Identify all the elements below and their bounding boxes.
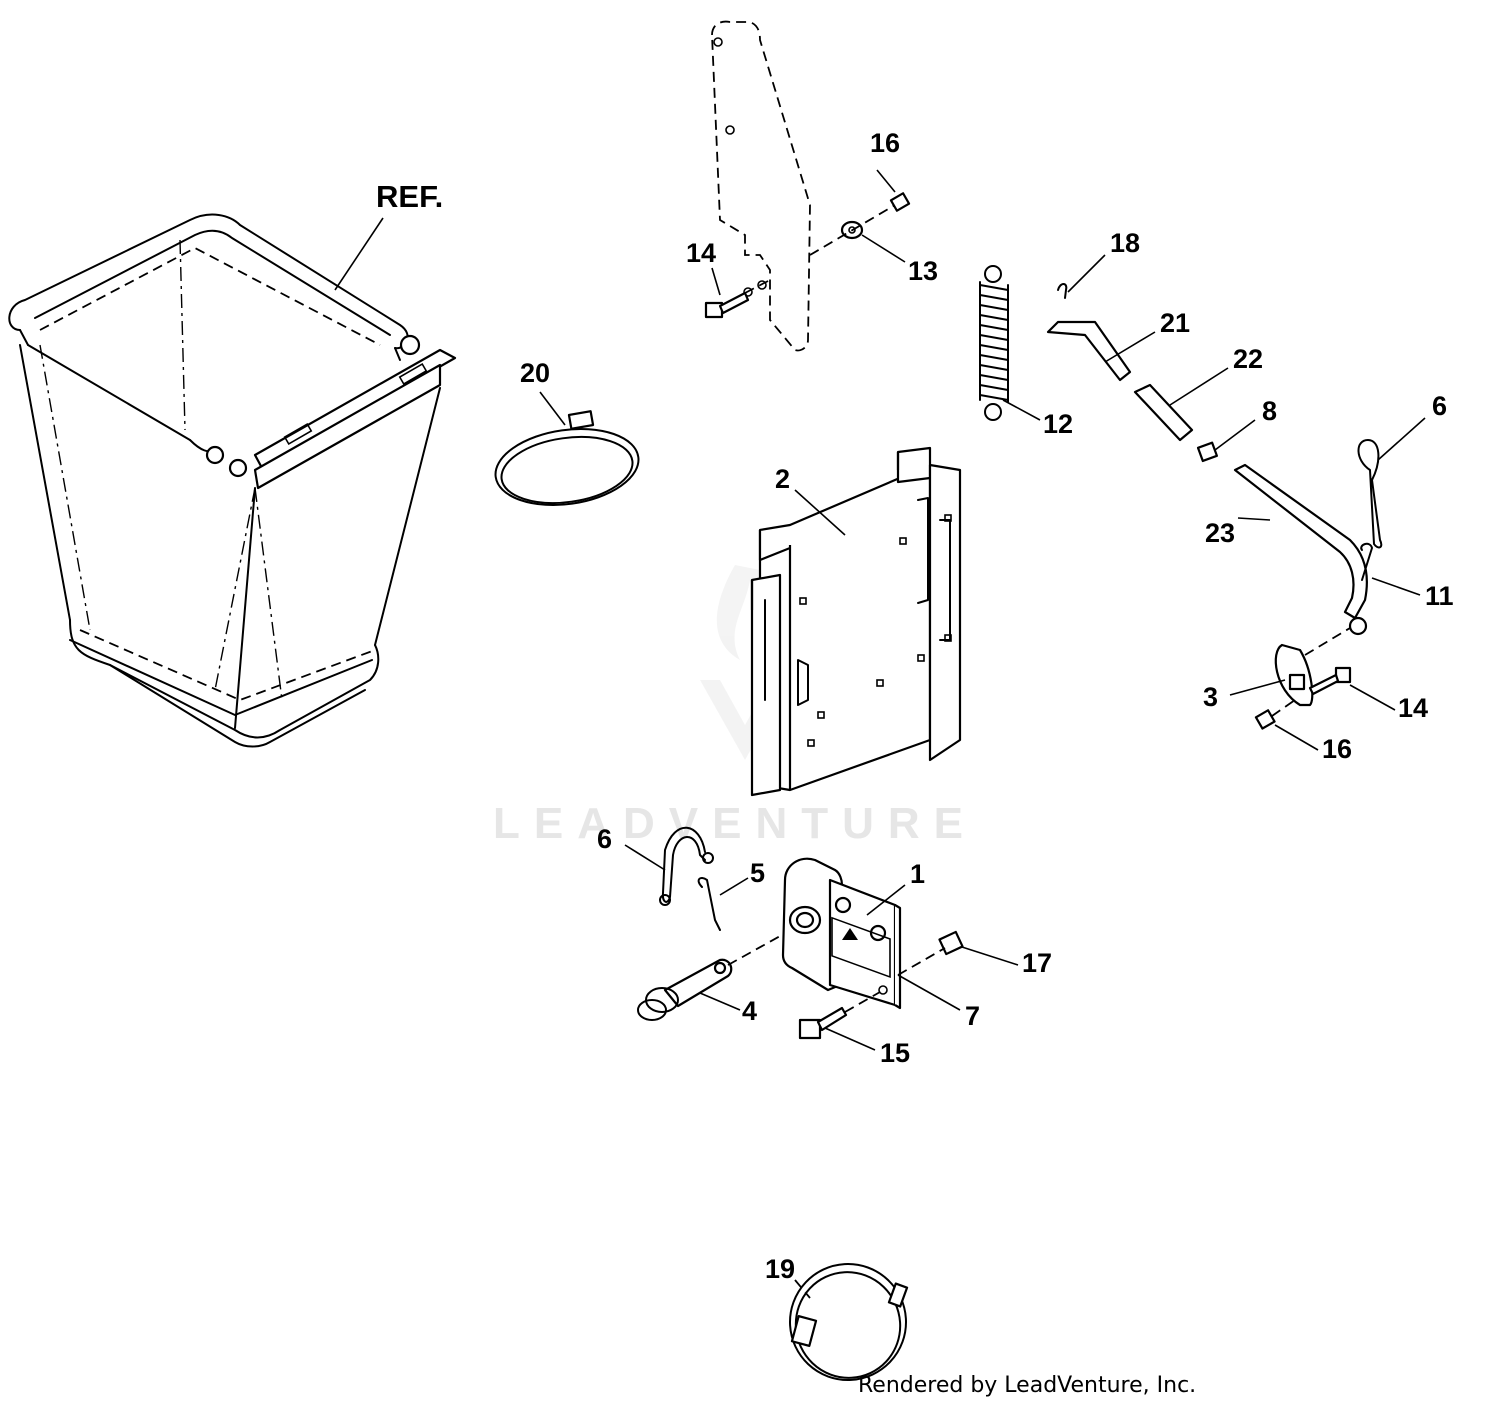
callout-17: 17 [1022, 948, 1052, 978]
callout-2: 2 [775, 464, 790, 494]
callout-14-lower: 14 [1398, 693, 1428, 723]
watermark-text: LEADVENTURE [493, 799, 977, 848]
callout-16-top: 16 [870, 128, 900, 158]
callout-ref: REF. [376, 179, 443, 214]
lanyard-6-lower [659, 826, 714, 906]
callout-22: 22 [1233, 344, 1263, 374]
hairpin-18 [1057, 283, 1068, 299]
nut-16-lower [1254, 709, 1276, 730]
bolt-14 [704, 291, 750, 319]
callout-19: 19 [765, 1254, 795, 1284]
callout-11: 11 [1425, 581, 1454, 611]
bolt-14-lower [1308, 666, 1352, 696]
lanyard-6-top [1357, 439, 1383, 549]
callout-15: 15 [880, 1038, 910, 1068]
callout-6-top: 6 [1432, 391, 1447, 421]
nut-16 [889, 192, 911, 212]
lift-rod-assembly [1046, 283, 1383, 730]
hitch-plate-2 [750, 446, 962, 797]
callout-5: 5 [750, 858, 765, 888]
hose-clamp-20 [494, 410, 640, 506]
callout-3: 3 [1203, 682, 1218, 712]
callout-12: 12 [1043, 409, 1073, 439]
axis-line-13 [809, 204, 896, 256]
hairpin-11 [1360, 542, 1373, 581]
callout-18: 18 [1110, 228, 1140, 258]
render-credit: Rendered by LeadVenture, Inc. [858, 1373, 1196, 1398]
callout-23: 23 [1205, 518, 1235, 548]
hose-clamp-19 [789, 1263, 909, 1381]
nut-17 [938, 930, 964, 956]
hitch-pin-4 [637, 958, 733, 1021]
callout-4: 4 [742, 996, 757, 1026]
leader-ref [334, 217, 384, 291]
callout-13: 13 [908, 256, 938, 286]
hitch-plate-1 [781, 857, 902, 1010]
callout-6-lower: 6 [597, 824, 612, 854]
bolt-15 [798, 1006, 848, 1040]
callout-1: 1 [910, 859, 925, 889]
hairpin-5 [697, 877, 721, 931]
mounting-bracket-ref [711, 20, 811, 352]
nut-8 [1196, 441, 1219, 463]
rod-23 [1233, 463, 1368, 620]
sleeve-22 [1133, 383, 1194, 442]
callout-7: 7 [965, 1001, 980, 1031]
callout-8: 8 [1262, 396, 1277, 426]
callout-14-top: 14 [686, 238, 716, 268]
grass-bag-ref [8, 213, 457, 748]
rod-21 [1046, 320, 1132, 382]
callout-20: 20 [520, 358, 550, 388]
spring-12 [979, 265, 1009, 421]
callout-16-lower: 16 [1322, 734, 1352, 764]
callout-21: 21 [1160, 308, 1190, 338]
